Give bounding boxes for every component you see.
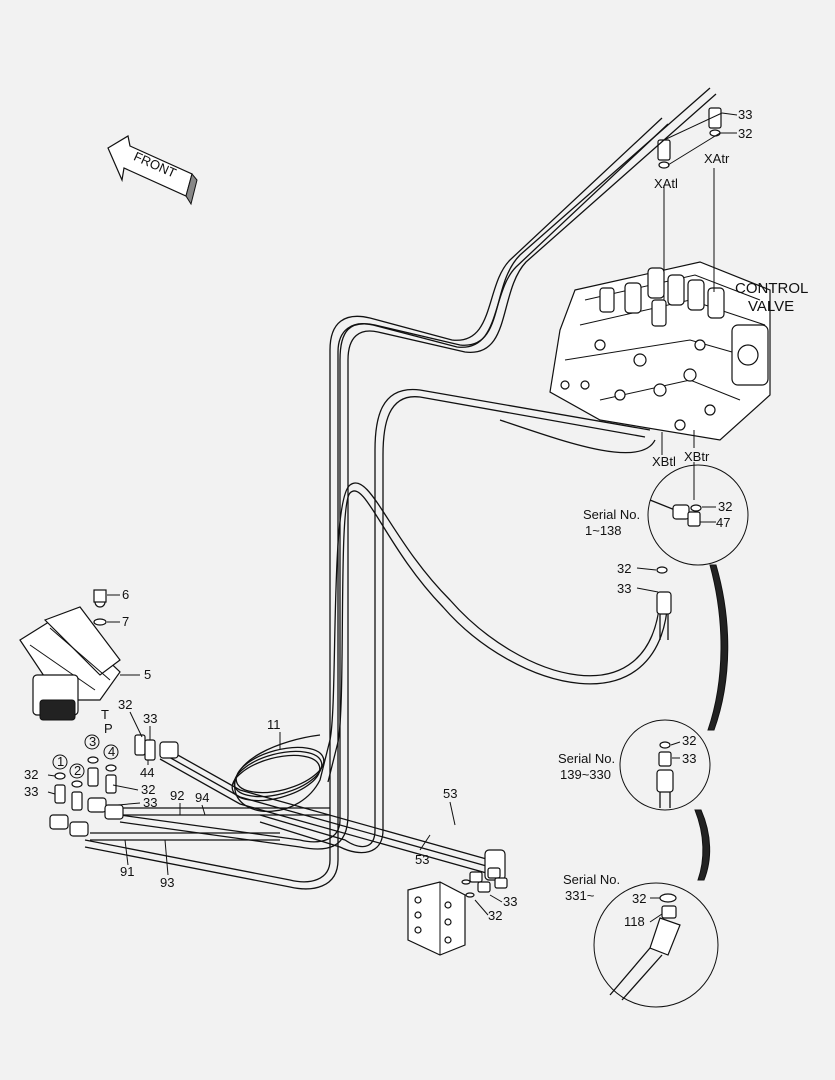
- serial-2-line1: Serial No.: [558, 751, 615, 766]
- serial-1-line1: Serial No.: [583, 507, 640, 522]
- serial-detail-1: Serial No. 1~138: [583, 464, 749, 566]
- label-32-adapter: 32: [141, 782, 155, 797]
- serial-3-line2: 331~: [565, 888, 595, 903]
- manifold-block: [407, 867, 508, 956]
- pedal-valve: [19, 589, 140, 721]
- label-44: 44: [140, 765, 154, 780]
- port-xbtr: XBtr: [684, 449, 710, 464]
- label-33-mid: 33: [617, 581, 631, 596]
- label-32-left: 32: [24, 767, 38, 782]
- label-47: 47: [716, 515, 730, 530]
- label-53-top: 53: [443, 786, 457, 801]
- label-33-pedal: 33: [143, 711, 157, 726]
- front-arrow-icon: FRONT: [107, 135, 198, 206]
- label-33-block: 33: [503, 894, 517, 909]
- label-32-s1: 32: [718, 499, 732, 514]
- circled-3: 3: [89, 734, 96, 749]
- control-valve-label-line2: VALVE: [748, 298, 794, 315]
- upper-hoses: [84, 87, 717, 890]
- label-32-s2: 32: [682, 733, 696, 748]
- port-xatr: XAtr: [704, 151, 730, 166]
- port-p: P: [104, 721, 113, 736]
- label-93: 93: [160, 875, 174, 890]
- port-t: T: [101, 707, 109, 722]
- label-32-mid: 32: [617, 561, 631, 576]
- coil-hose: [231, 746, 325, 802]
- adapters: 1 2 3 4: [49, 734, 124, 837]
- serial-3-line1: Serial No.: [563, 872, 620, 887]
- loop-hose: [234, 482, 669, 812]
- label-33-left: 33: [24, 784, 38, 799]
- label-32-pedal: 32: [118, 697, 132, 712]
- serial-detail-2: Serial No. 139~330: [558, 719, 711, 811]
- label-33-top: 33: [738, 107, 752, 122]
- circled-1: 1: [57, 754, 64, 769]
- label-33-s2: 33: [682, 751, 696, 766]
- label-5: 5: [144, 667, 151, 682]
- control-valve: CONTROL VALVE: [549, 261, 808, 441]
- label-32-s3: 32: [632, 891, 646, 906]
- port-xatl: XAtl: [654, 176, 678, 191]
- serial-detail-3: Serial No. 331~: [563, 872, 719, 1008]
- control-valve-label-line1: CONTROL: [735, 280, 808, 297]
- label-92: 92: [170, 788, 184, 803]
- label-118: 118: [624, 914, 645, 929]
- serial-2-line2: 139~330: [560, 767, 611, 782]
- label-32-top: 32: [738, 126, 752, 141]
- port-xbtl: XBtl: [652, 454, 676, 469]
- circled-4: 4: [108, 744, 115, 759]
- label-6: 6: [122, 587, 129, 602]
- label-11: 11: [267, 717, 281, 732]
- label-33-adapter: 33: [143, 795, 157, 810]
- label-91: 91: [120, 864, 134, 879]
- label-32-block: 32: [488, 908, 502, 923]
- part-labels: 33 32 XAtr XAtl XBtl XBtr 32 47 32 33 6 …: [24, 107, 752, 929]
- serial-1-line2: 1~138: [585, 523, 622, 538]
- label-53-bottom: 53: [415, 852, 429, 867]
- label-94: 94: [195, 790, 209, 805]
- circled-2: 2: [74, 763, 81, 778]
- label-7: 7: [122, 614, 129, 629]
